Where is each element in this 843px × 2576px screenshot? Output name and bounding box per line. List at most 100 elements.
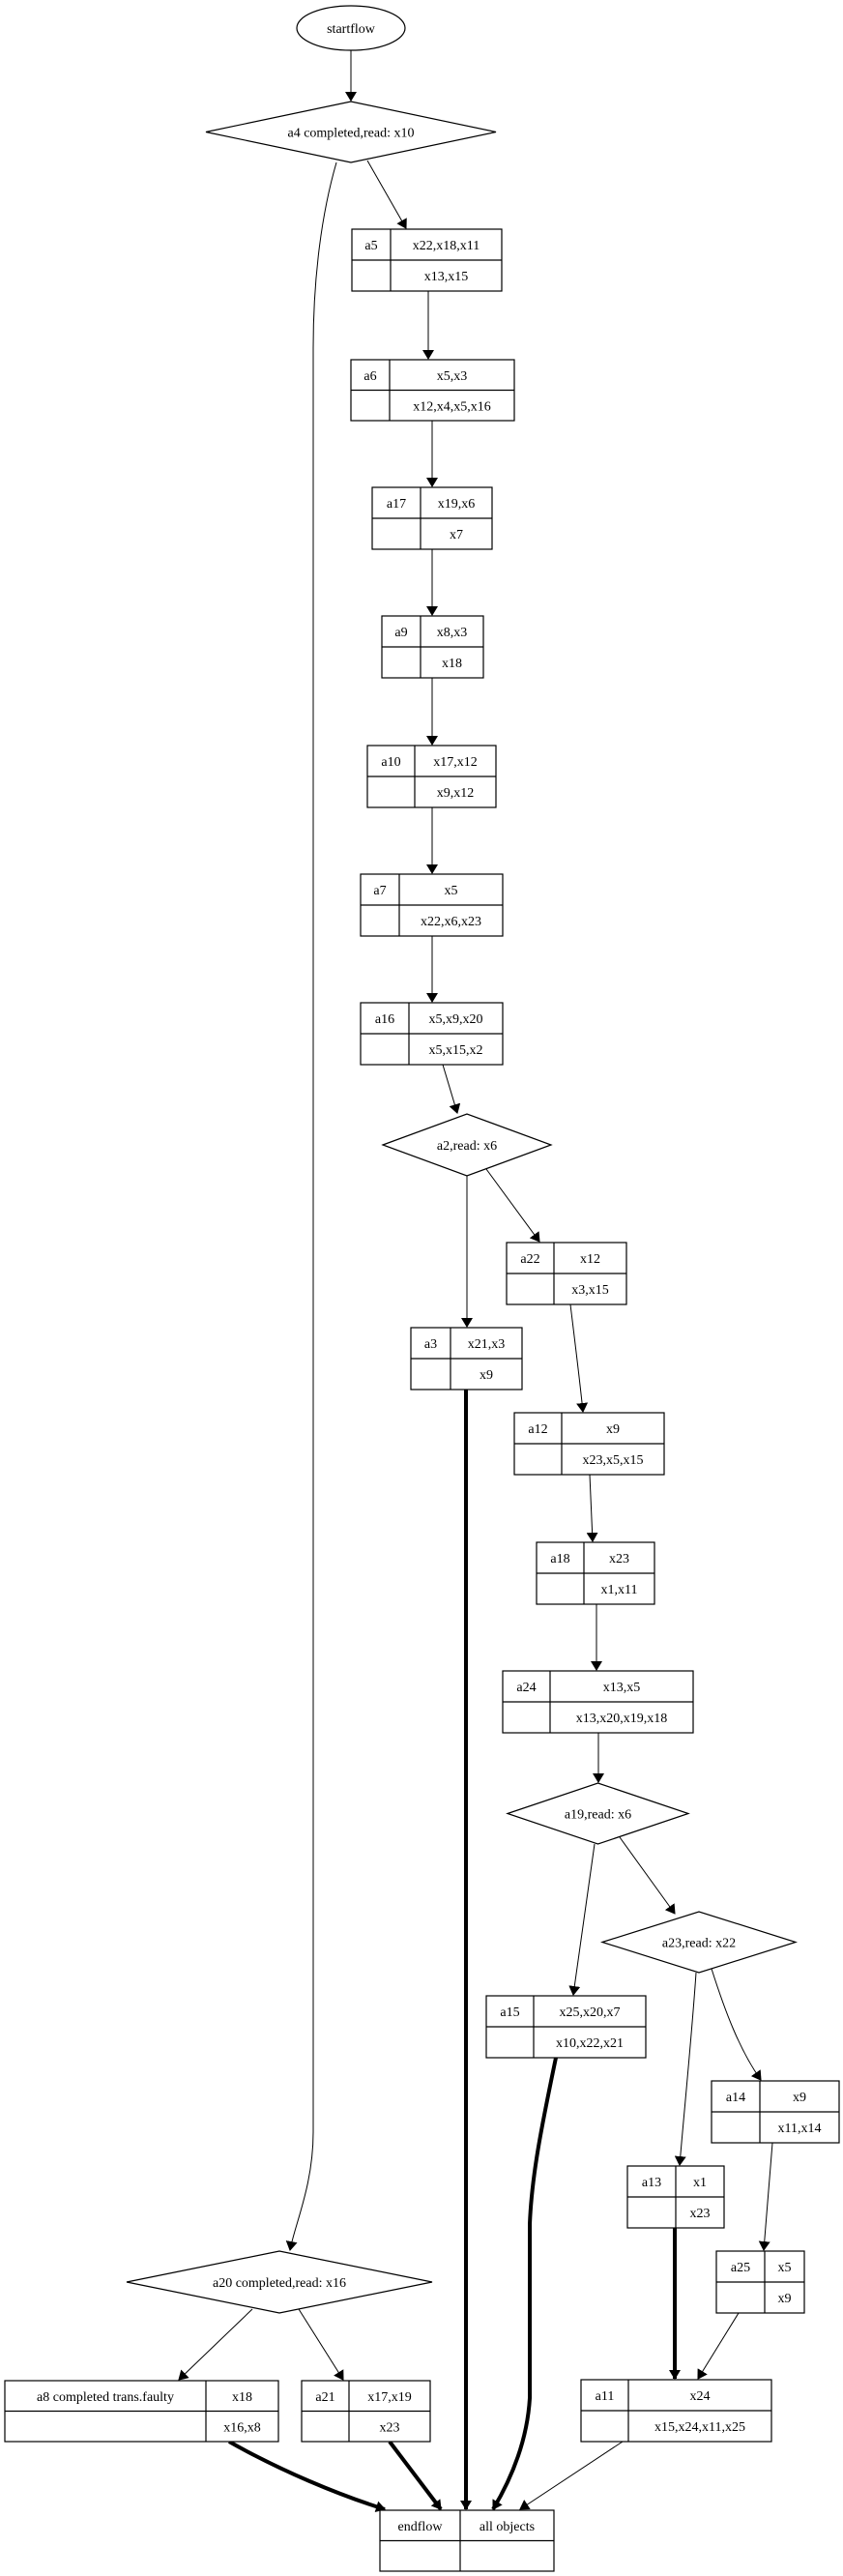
edge-a23-to-a13: [674, 1972, 697, 2166]
node-read-objects: x5,x3: [437, 369, 468, 384]
activity-node-a16[interactable]: a16 x5,x9,x20 x5,x15,x2: [360, 1002, 504, 1066]
start-node[interactable]: startflow: [296, 5, 406, 51]
node-write-objects: x9: [480, 1368, 493, 1383]
decision-label: a2,read: x6: [437, 1139, 497, 1154]
node-name: a13: [642, 2176, 661, 2190]
node-name: a8 completed trans.faulty: [37, 2390, 174, 2405]
nodes-layer: startflow a4 completed,read: x10 a2,read: …: [4, 5, 840, 2572]
node-write-objects: x13,x15: [424, 270, 469, 284]
node-name: a10: [381, 755, 400, 770]
decision-diamond: [205, 101, 497, 163]
edge-a25-to-a11: [697, 2312, 740, 2380]
decision-node-a4[interactable]: a4 completed,read: x10: [205, 101, 497, 163]
node-write-objects: x9: [778, 2292, 792, 2306]
decision-node-a2[interactable]: a2,read: x6: [381, 1113, 553, 1177]
node-read-objects: x22,x18,x11: [413, 239, 480, 253]
activity-node-a22[interactable]: a22 x12 x3,x15: [506, 1242, 627, 1305]
node-read-objects: x18: [232, 2390, 252, 2405]
edge-a21-to-endflow: [388, 2440, 443, 2511]
node-name: a15: [500, 2005, 519, 2020]
node-name: a22: [520, 1252, 539, 1267]
decision-node-a20[interactable]: a20 completed,read: x16: [126, 2250, 433, 2314]
node-write-objects: x15,x24,x11,x25: [654, 2420, 745, 2435]
node-name: a24: [516, 1681, 536, 1695]
node-read-objects: x21,x3: [468, 1337, 506, 1352]
decision-label: a4 completed,read: x10: [287, 127, 414, 141]
node-read-objects: x1: [693, 2176, 707, 2190]
node-write-objects: x1,x11: [601, 1583, 638, 1597]
edge-a22-to-a12: [569, 1303, 589, 1413]
node-read-objects: x5: [778, 2261, 792, 2275]
edge-a2-to-a22: [485, 1168, 540, 1243]
edge-a23-to-a14: [711, 1968, 762, 2081]
node-write-objects: x23: [380, 2420, 400, 2435]
node-write-objects: x18: [442, 657, 462, 671]
edge-a12-to-a18: [586, 1474, 598, 1542]
decision-diamond: [600, 1911, 798, 1974]
node-write-objects: x11,x14: [778, 2122, 822, 2136]
node-write-objects: x22,x6,x23: [421, 915, 481, 929]
start-label: startflow: [327, 22, 376, 37]
activity-node-a25[interactable]: a25 x5 x9: [715, 2250, 805, 2314]
activity-node-a10[interactable]: a10 x17,x12 x9,x12: [366, 745, 497, 808]
node-read-objects: x23: [609, 1552, 629, 1566]
activity-node-a21[interactable]: a21 x17,x19 x23: [301, 2380, 431, 2443]
activity-node-a13[interactable]: a13 x1 x23: [626, 2165, 725, 2229]
node-write-objects: x10,x22,x21: [556, 2036, 624, 2051]
node-name: a14: [726, 2091, 745, 2105]
decision-diamond: [126, 2250, 433, 2314]
edge-a11-to-endflow: [519, 2441, 624, 2510]
activity-node-a3[interactable]: a3 x21,x3 x9: [410, 1327, 523, 1390]
node-name: a9: [394, 626, 407, 640]
decision-label: a19,read: x6: [565, 1808, 631, 1823]
node-name: endflow: [398, 2520, 444, 2534]
node-write-objects: x23: [690, 2207, 711, 2221]
node-name: a21: [315, 2390, 334, 2405]
node-name: a3: [424, 1337, 437, 1352]
node-name: a25: [731, 2261, 750, 2275]
node-write-objects: x13,x20,x19,x18: [576, 1712, 668, 1726]
activity-node-a5[interactable]: a5 x22,x18,x11 x13,x15: [351, 228, 503, 292]
start-ellipse: [296, 5, 406, 51]
activity-node-a9[interactable]: a9 x8,x3 x18: [381, 615, 484, 679]
node-read-objects: x9: [606, 1422, 620, 1437]
node-name: a16: [375, 1012, 394, 1027]
edge-a8-to-endflow: [228, 2440, 386, 2513]
edge-a4-to-a20: [285, 161, 337, 2251]
node-read-objects: x8,x3: [437, 626, 468, 640]
edge-a14-to-a25: [758, 2142, 773, 2251]
activity-node-a7[interactable]: a7 x5 x22,x6,x23: [360, 873, 504, 937]
node-write-objects: x3,x15: [571, 1283, 609, 1298]
edge-a19-to-a23: [619, 1836, 676, 1915]
node-write-objects: x23,x5,x15: [583, 1453, 644, 1468]
node-name: a7: [373, 884, 386, 898]
edge-a20-to-a8: [178, 2308, 253, 2381]
node-write-objects: x7: [450, 528, 463, 542]
edge-a15-to-endflow: [491, 2057, 558, 2511]
node-write-objects: x9,x12: [437, 786, 475, 801]
node-read-objects: x5: [445, 884, 458, 898]
decision-node-a23[interactable]: a23,read: x22: [600, 1911, 798, 1974]
node-name: a5: [364, 239, 377, 253]
node-write-objects: x12,x4,x5,x16: [413, 399, 491, 414]
node-write-objects: x5,x15,x2: [429, 1043, 483, 1058]
node-read-objects: x24: [690, 2389, 711, 2404]
node-read-objects: x12: [580, 1252, 600, 1267]
node-name: a17: [387, 497, 406, 512]
node-read-objects: x5,x9,x20: [429, 1012, 483, 1027]
decision-node-a19[interactable]: a19,read: x6: [506, 1782, 690, 1845]
node-read-objects: x17,x12: [433, 755, 478, 770]
node-read-objects: x17,x19: [367, 2390, 412, 2405]
decision-diamond: [506, 1782, 690, 1845]
